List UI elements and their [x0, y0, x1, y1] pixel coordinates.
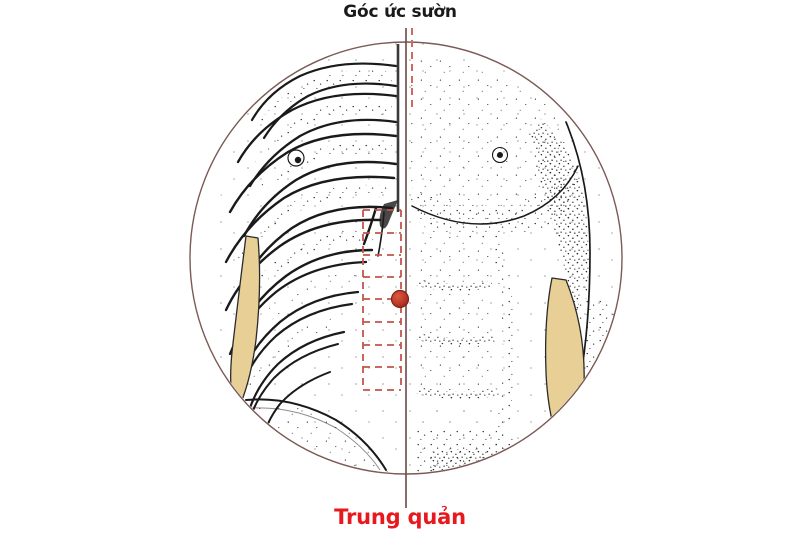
label-costal-angle: Góc ức sườn	[343, 2, 457, 22]
nipple-left-icon	[287, 149, 305, 167]
right-torso-skin	[408, 43, 621, 473]
rib-cage	[212, 43, 405, 473]
nipple-right-icon	[491, 146, 509, 164]
acupoint-marker-trung-quan[interactable]	[390, 289, 410, 309]
ladder-rungs	[363, 209, 401, 391]
label-acupoint-name: Trung quản	[334, 505, 466, 529]
